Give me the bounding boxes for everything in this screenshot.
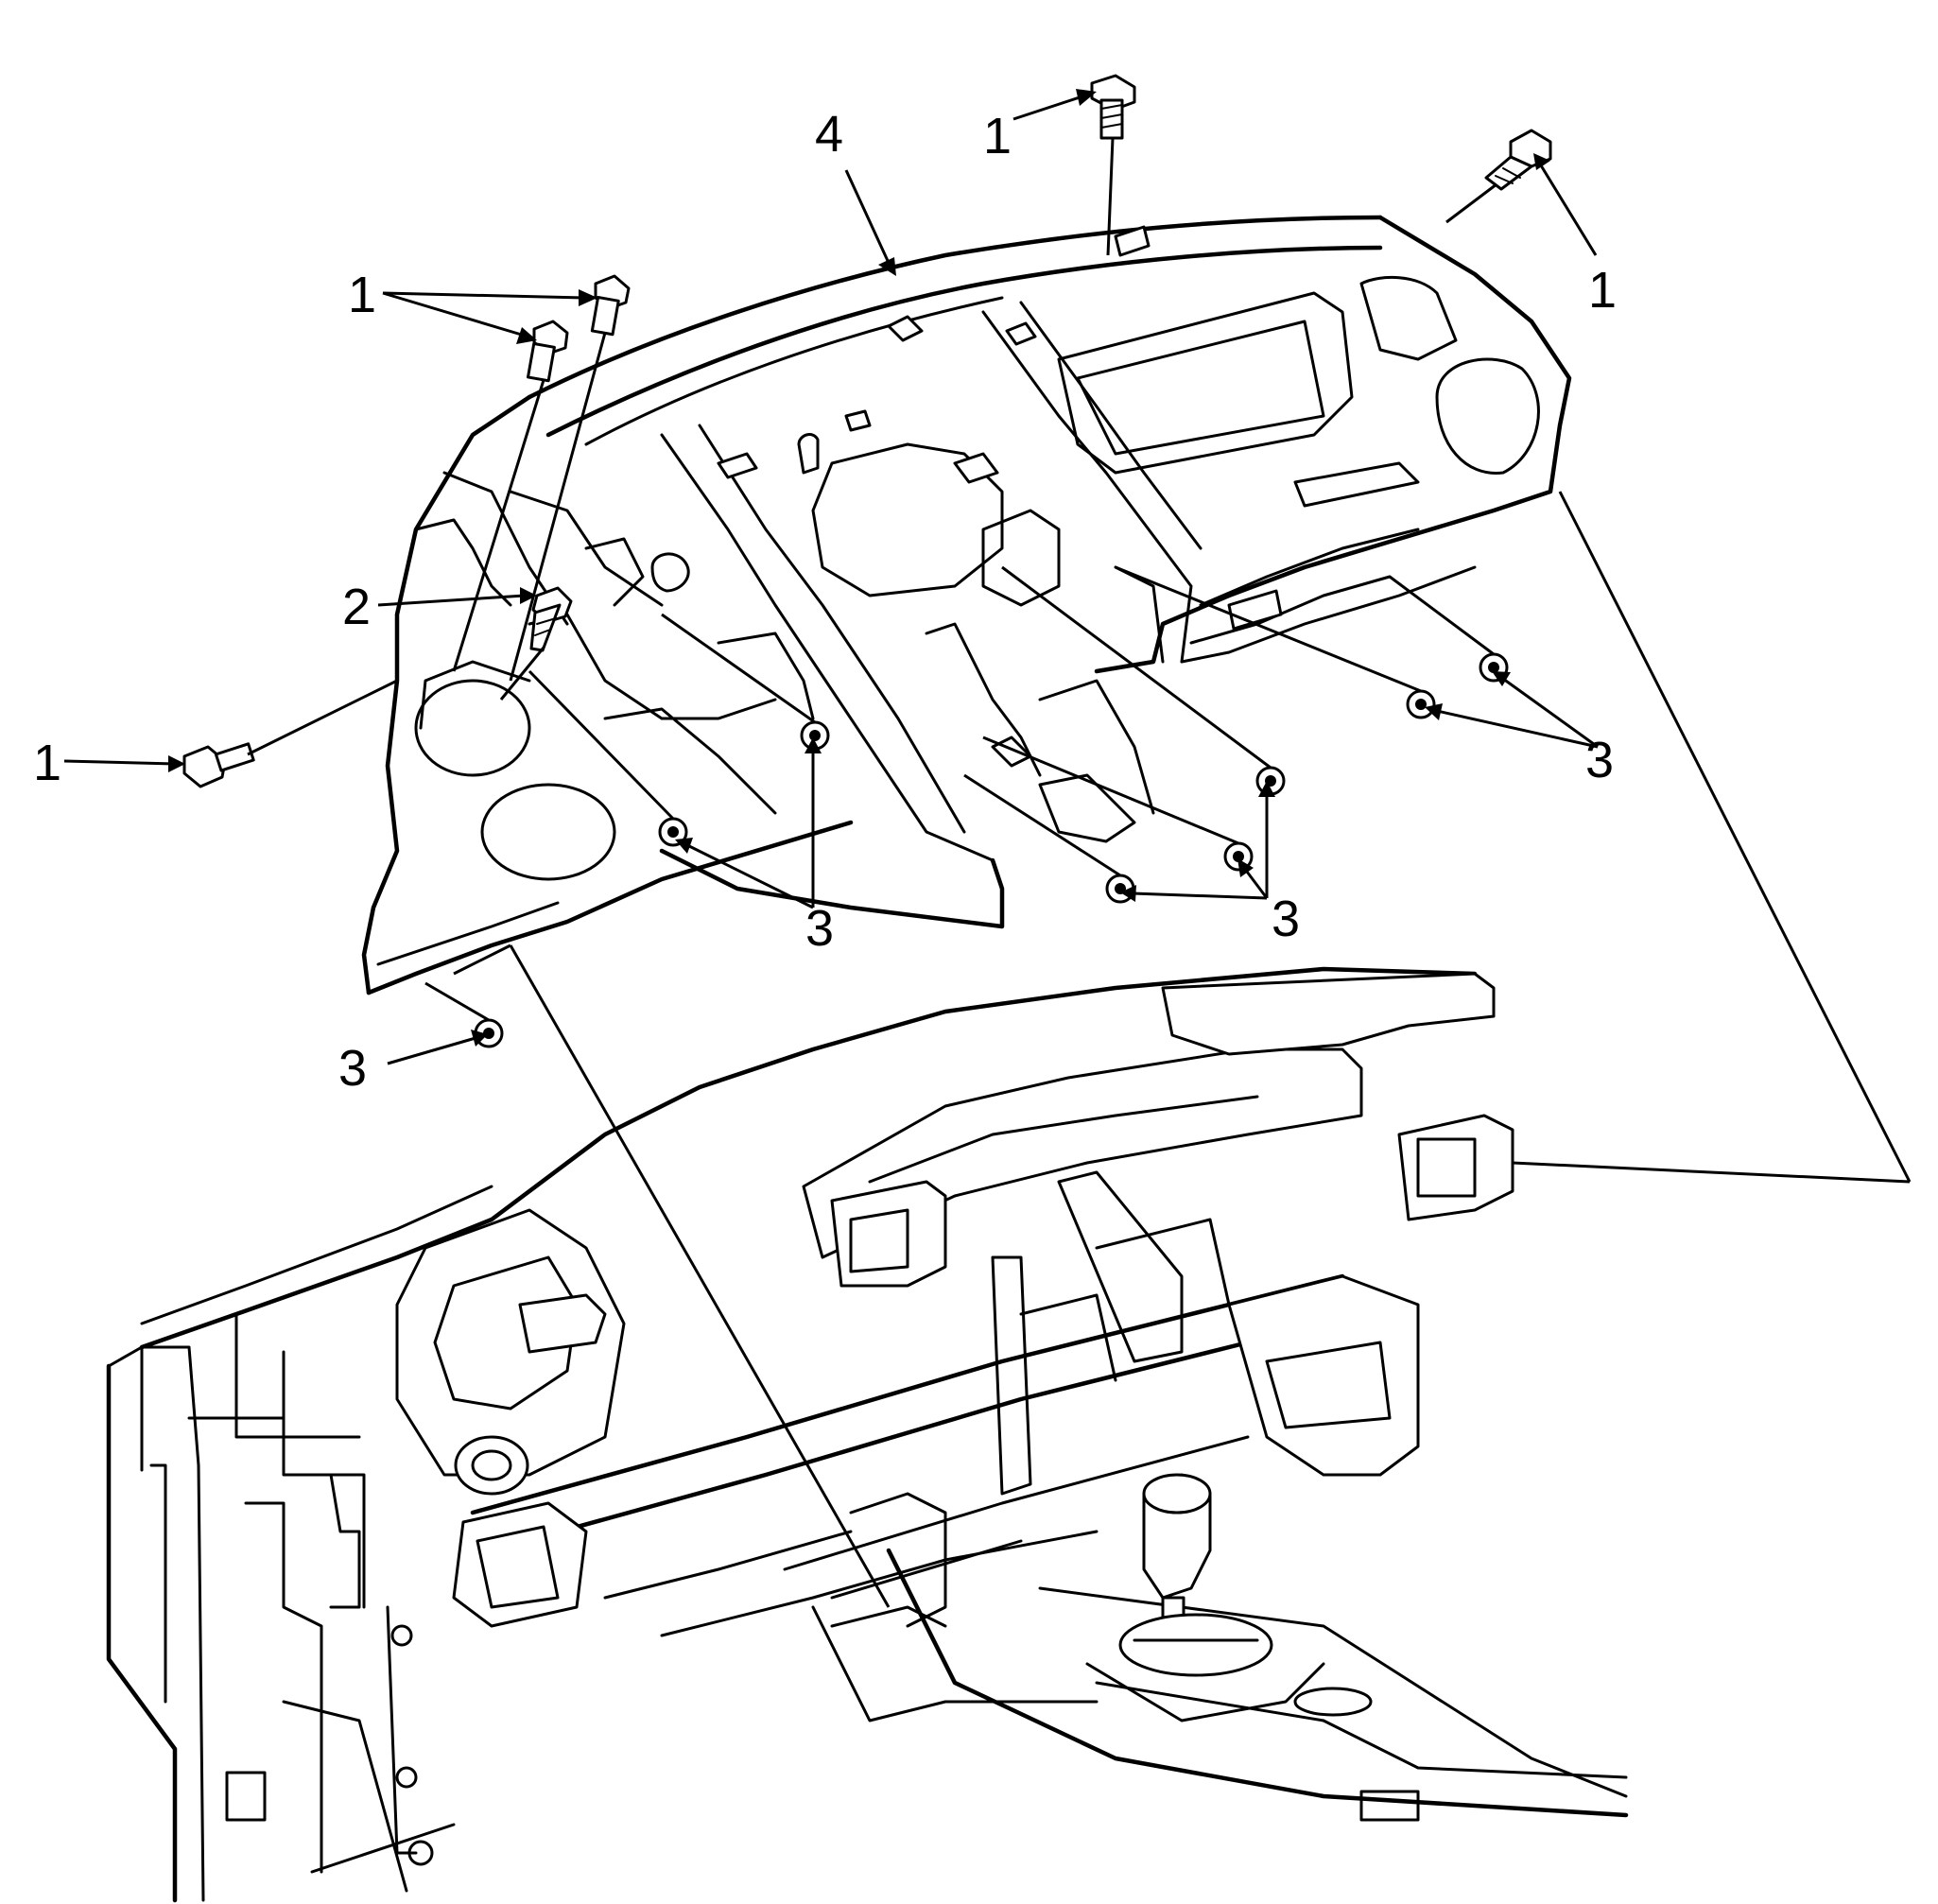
callout-1-left: 1 [33,735,61,791]
bolt-top-center [1090,74,1136,140]
callout-2-screw: 2 [342,579,371,635]
instrument-panel-carrier [361,215,1572,995]
callout-3-right: 3 [1585,732,1614,788]
bolt-left [182,742,255,788]
nut-right-b [1406,689,1436,719]
callout-4-carrier: 4 [815,106,843,163]
bolt-upper-left-b [527,320,569,383]
bolt-upper-left-a [590,274,631,337]
callout-3-center-left: 3 [805,900,834,957]
callout-1-top-center: 1 [983,108,1012,164]
callout-labels: 1 4 1 1 2 1 3 3 3 3 [33,106,1617,1097]
assembly-alignment-lines [247,137,1912,1608]
callout-3-lower-left: 3 [338,1040,367,1097]
callout-leaders [63,89,1599,1065]
fasteners [182,74,1552,1048]
callout-1-upper-left: 1 [348,267,376,323]
bolt-top-right [1484,129,1552,191]
callout-1-top-right: 1 [1588,262,1617,319]
callout-3-center-right: 3 [1272,891,1300,947]
vehicle-body-structure [106,966,1629,1903]
